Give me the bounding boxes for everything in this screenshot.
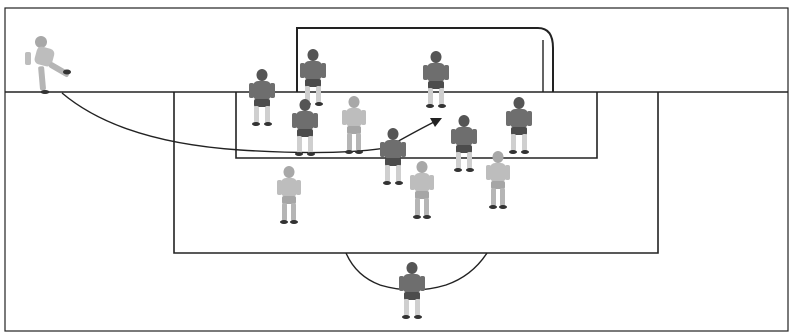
player-dark-near-post xyxy=(249,69,275,126)
player-dark-six-yard-right xyxy=(451,115,477,172)
player-light-center-box xyxy=(410,161,434,219)
player-dark-six-yard-left xyxy=(292,99,318,156)
player-dark-goal-mouth xyxy=(300,49,326,106)
player-dark-far-post xyxy=(506,97,532,154)
corner-kicker-player xyxy=(25,36,71,94)
goal-box xyxy=(236,92,597,158)
player-light-left-box xyxy=(277,166,301,224)
player-light-right-box xyxy=(486,151,510,209)
corner-kick-flight-path xyxy=(62,93,386,153)
player-light-near-six-yard xyxy=(342,96,366,154)
player-dark-goalkeeper xyxy=(423,51,449,108)
penalty-box xyxy=(174,92,658,253)
goal xyxy=(297,28,553,92)
player-dark-edge-of-box xyxy=(399,262,425,319)
player-dark-center xyxy=(380,128,406,185)
